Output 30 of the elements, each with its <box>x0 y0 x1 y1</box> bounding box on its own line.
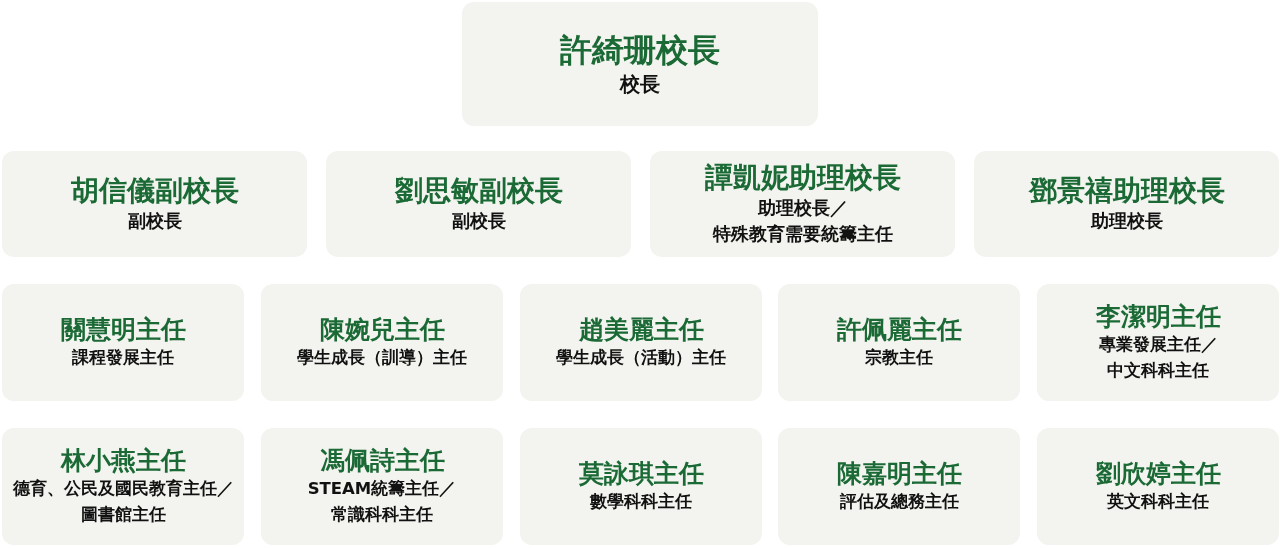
person-name: 陳婉兒主任 <box>319 314 445 345</box>
person-name: 馮佩詩主任 <box>319 445 445 476</box>
job-title: 副校長 <box>451 209 506 233</box>
person-name: 劉欣婷主任 <box>1095 458 1221 489</box>
person-name: 林小燕主任 <box>60 445 186 476</box>
job-title: 學生成長（活動）主任 <box>556 346 726 369</box>
person-name: 李潔明主任 <box>1095 301 1221 332</box>
person-name: 譚凱妮助理校長 <box>704 161 901 195</box>
job-title: 副校長 <box>127 209 182 233</box>
job-title: 校長 <box>620 71 660 98</box>
job-title: 英文科科主任 <box>1107 490 1209 513</box>
job-title: 課程發展主任 <box>72 346 174 369</box>
person-name: 趙美麗主任 <box>578 314 704 345</box>
person-name: 許佩麗主任 <box>836 314 962 345</box>
person-name: 莫詠琪主任 <box>578 458 704 489</box>
person-name: 許綺珊校長 <box>560 30 720 70</box>
person-name: 胡信儀副校長 <box>70 174 239 208</box>
job-title: 德育、公民及國民教育主任／圖書館主任 <box>12 477 234 526</box>
job-title: 評估及總務主任 <box>839 490 959 513</box>
job-title: STEAM統籌主任／常識科科主任 <box>307 477 457 526</box>
job-title: 專業發展主任／中文科科主任 <box>1098 333 1218 382</box>
job-title: 助理校長／特殊教育需要統籌主任 <box>712 196 893 246</box>
job-title: 助理校長 <box>1090 209 1163 233</box>
person-name: 陳嘉明主任 <box>836 458 962 489</box>
person-name: 劉思敏副校長 <box>394 174 563 208</box>
person-name: 關慧明主任 <box>60 314 186 345</box>
person-name: 鄧景禧助理校長 <box>1028 174 1225 208</box>
job-title: 數學科科主任 <box>590 490 692 513</box>
job-title: 學生成長（訓導）主任 <box>297 346 467 369</box>
job-title: 宗教主任 <box>865 346 933 369</box>
